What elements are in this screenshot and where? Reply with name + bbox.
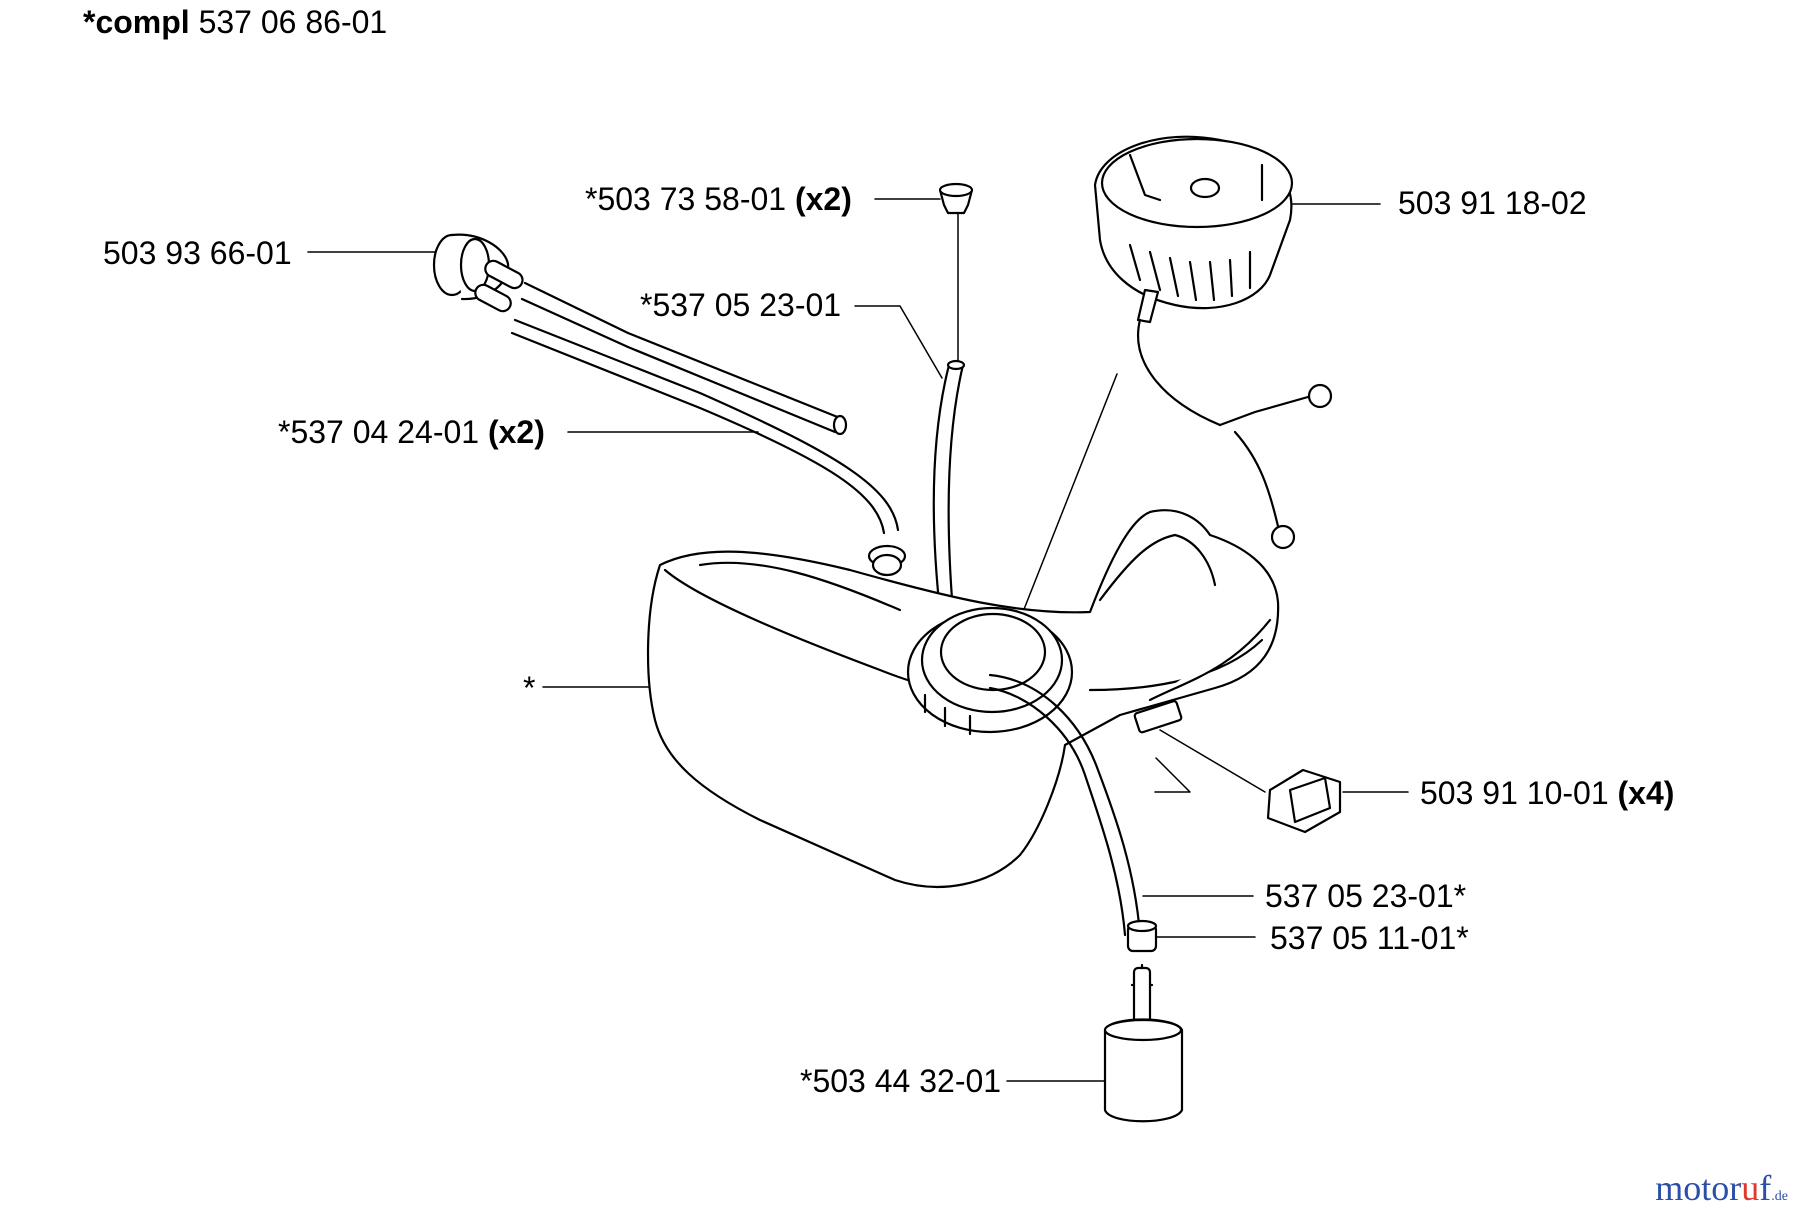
assembly-number: *compl 537 06 86-01 — [83, 2, 387, 42]
part-label-cap: 503 91 18-02 — [1398, 185, 1587, 221]
fuel-cap — [1093, 135, 1294, 310]
fuel-hose — [988, 673, 1142, 937]
part-label-return-hose: *537 05 23-01 — [640, 287, 842, 323]
compl-prefix: *compl — [83, 4, 190, 40]
part-label-primer-bulb: 503 93 66-01 — [103, 235, 292, 271]
part-label-tank: * — [523, 670, 536, 706]
motoruf-logo: motoruf.de — [1655, 1168, 1788, 1208]
compl-number: 537 06 86-01 — [198, 4, 388, 40]
hose-clamp — [1126, 919, 1158, 953]
fuel-hoses — [510, 281, 900, 535]
leader-lines — [307, 198, 1409, 1082]
primer-bulb — [432, 233, 524, 313]
part-label-fuel-filter: *503 44 32-01 — [800, 1063, 1002, 1099]
part-label-grommet-top: *503 73 58-01 (x2) — [585, 181, 852, 217]
return-hose — [932, 359, 966, 614]
damper — [1133, 700, 1342, 834]
part-label-fuel-hose: 537 05 23-01* — [1265, 878, 1467, 914]
grommet-tank — [867, 544, 907, 577]
part-label-damper: 503 91 10-01 (x4) — [1420, 775, 1675, 811]
part-label-hose-clamp: 537 05 11-01* — [1270, 920, 1469, 956]
fuel-filter — [1103, 963, 1184, 1123]
cap-strap — [1136, 288, 1333, 550]
grommet-top — [938, 182, 974, 215]
part-label-fuel-hoses: *537 04 24-01 (x2) — [278, 414, 545, 450]
